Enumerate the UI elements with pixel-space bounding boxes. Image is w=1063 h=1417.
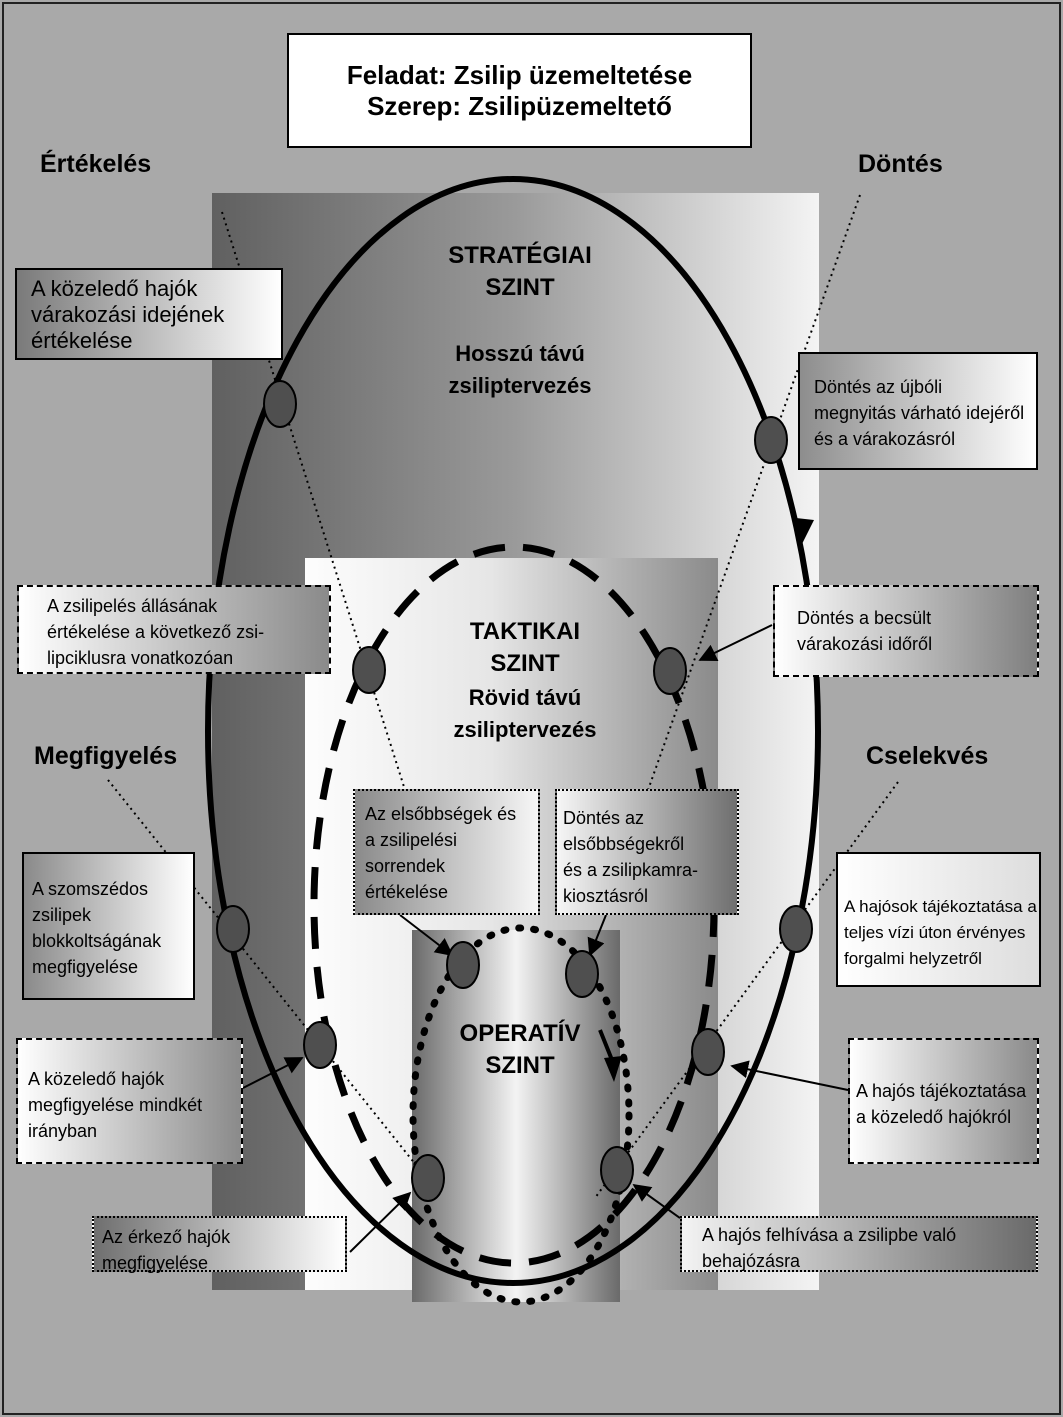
strategic-level-title: STRATÉGIAI SZINT (448, 242, 592, 301)
tactical-decision-box: Döntés a becsült várakozási időről (773, 585, 1039, 677)
strategic-cycle-arrowhead (796, 518, 814, 548)
op-decision-node (565, 950, 599, 998)
strategic-eval-node (263, 380, 297, 428)
op-action-box: A hajós felhívása a zsilipbe való behajó… (680, 1216, 1038, 1272)
op-decision-box: Döntés az elsőbbségekről és a zsilipkamr… (555, 789, 739, 915)
op-eval-node (446, 941, 480, 989)
operative-level-title: OPERATÍV SZINT (459, 1020, 581, 1079)
tactical-decision-node (653, 647, 687, 695)
tactical-obs-node (303, 1021, 337, 1069)
tactical-eval-box: A zsilipelés állásának értékelése a köve… (17, 585, 331, 674)
title-task: Feladat: Zsilip üzemeltetése (346, 59, 693, 90)
corner-decision: Döntés (858, 150, 943, 178)
corner-observation: Megfigyelés (34, 742, 178, 770)
strategic-decision-box: Döntés az újbóli megnyitás várható idejé… (798, 352, 1038, 470)
tactical-action-node (691, 1028, 725, 1076)
strategic-level-subtitle: Hosszú távú zsiliptervezés (448, 341, 592, 398)
op-action-node (600, 1146, 634, 1194)
corner-evaluation: Értékelés (40, 150, 152, 178)
tactical-action-box: A hajós tájékoztatása a közeledő hajókró… (848, 1038, 1039, 1164)
operative-cycle-arrow-shaft (598, 1029, 614, 1061)
title-box: Feladat: Zsilip üzemeltetése Szerep: Zsi… (287, 33, 752, 148)
operative-cycle-ellipse (409, 924, 633, 1306)
operative-cycle-arrowhead (604, 1056, 622, 1082)
strategic-cycle-ellipse (205, 176, 821, 1286)
tactical-obs-box: A közeledő hajók megfigyelése mindkét ir… (16, 1038, 243, 1164)
solid-arrows (242, 624, 849, 1253)
strategic-eval-box: A közeledő hajók várakozási idejének ért… (15, 268, 283, 360)
strategic-action-node (779, 905, 813, 953)
tactical-eval-node (352, 646, 386, 694)
tactical-level-subtitle: Rövid távú zsiliptervezés (453, 685, 597, 742)
strategic-decision-node (754, 416, 788, 464)
tactical-level-title: TAKTIKAI SZINT (469, 618, 581, 677)
dotted-connector-lines (107, 194, 899, 1199)
strategic-obs-box: A szomszédos zsilipek blokkoltságának me… (22, 852, 195, 1000)
corner-action: Cselekvés (866, 742, 989, 770)
op-obs-node (411, 1154, 445, 1202)
op-eval-box: Az elsőbbségek és a zsilipelési sorrende… (353, 789, 540, 915)
op-obs-box: Az érkező hajók megfigyelése (92, 1216, 347, 1273)
strategic-obs-node (216, 905, 250, 953)
title-role: Szerep: Zsilipüzemeltető (367, 90, 672, 121)
strategic-action-box: A hajósok tájékoztatása a teljes vízi út… (836, 852, 1041, 987)
